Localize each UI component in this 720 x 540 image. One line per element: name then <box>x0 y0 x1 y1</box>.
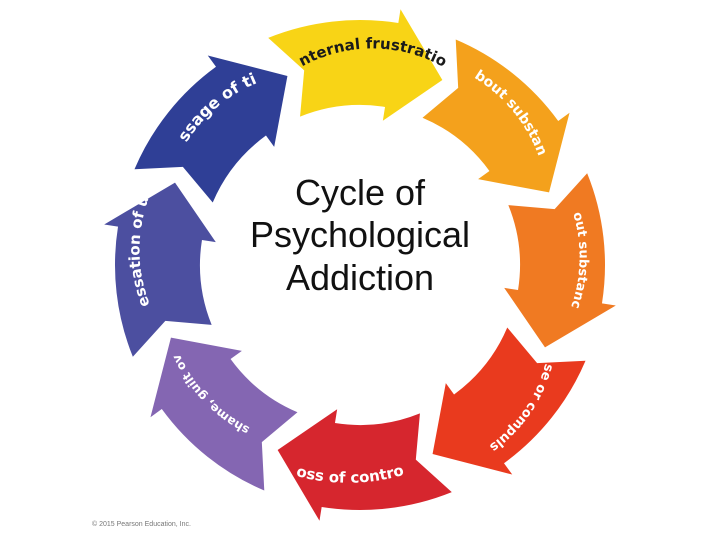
cycle-arrow-segment <box>432 327 586 475</box>
title-line: Cycle of <box>294 172 426 213</box>
cycle-arrow-segment <box>150 337 298 491</box>
title-line: Psychological <box>249 214 471 256</box>
cycle-arrow-segment <box>504 173 616 348</box>
title-line: Addiction <box>285 256 435 298</box>
copyright-notice: © 2015 Pearson Education, Inc. <box>92 521 191 528</box>
cycle-arrow-segment <box>104 182 216 357</box>
segment-label: Cessation of use <box>0 0 156 310</box>
cycle-arrow-segment <box>268 9 443 121</box>
cycle-arrow-segment <box>134 55 288 203</box>
cycle-arrow-segment <box>422 39 570 193</box>
cycle-arrow-segment <box>277 409 452 521</box>
diagram-title: Cycle of Psychological Addiction <box>210 172 510 299</box>
